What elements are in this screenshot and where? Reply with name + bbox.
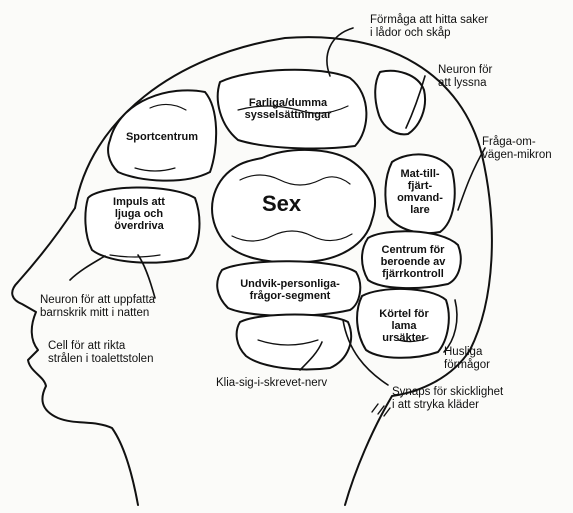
formaga-label: Förmåga att hitta saker i lådor och skåp [370,14,488,40]
barnskrik-label: Neuron för att uppfatta barnskrik mitt i… [40,294,155,320]
husliga-label: Husliga förmågor [444,346,490,372]
lyssna-label: Neuron för att lyssna [438,64,492,90]
undvik-label: Undvik-personliga- frågor-segment [222,278,358,302]
klia-label: Klia-sig-i-skrevet-nerv [216,377,327,390]
fraga-label: Fråga-om- vägen-mikron [482,136,552,162]
impuls-label: Impuls att ljuga och överdriva [94,196,184,232]
cell-label: Cell för att rikta strålen i toalettstol… [48,340,153,366]
synaps-label: Synaps för skicklighet i att stryka kläd… [392,386,503,412]
kortel-label: Körtel för lama ursäkter [364,308,444,344]
centrum-label: Centrum för beroende av fjärrkontroll [366,244,460,280]
region-bottom-lobe [237,315,351,370]
region-small-right [375,71,425,135]
mat-label: Mat-till- fjärt- omvand- lare [392,168,448,216]
sex-label: Sex [262,192,301,216]
farliga-label: Farliga/dumma sysselsättningar [228,97,348,121]
sportcentrum-label: Sportcentrum [118,131,206,143]
